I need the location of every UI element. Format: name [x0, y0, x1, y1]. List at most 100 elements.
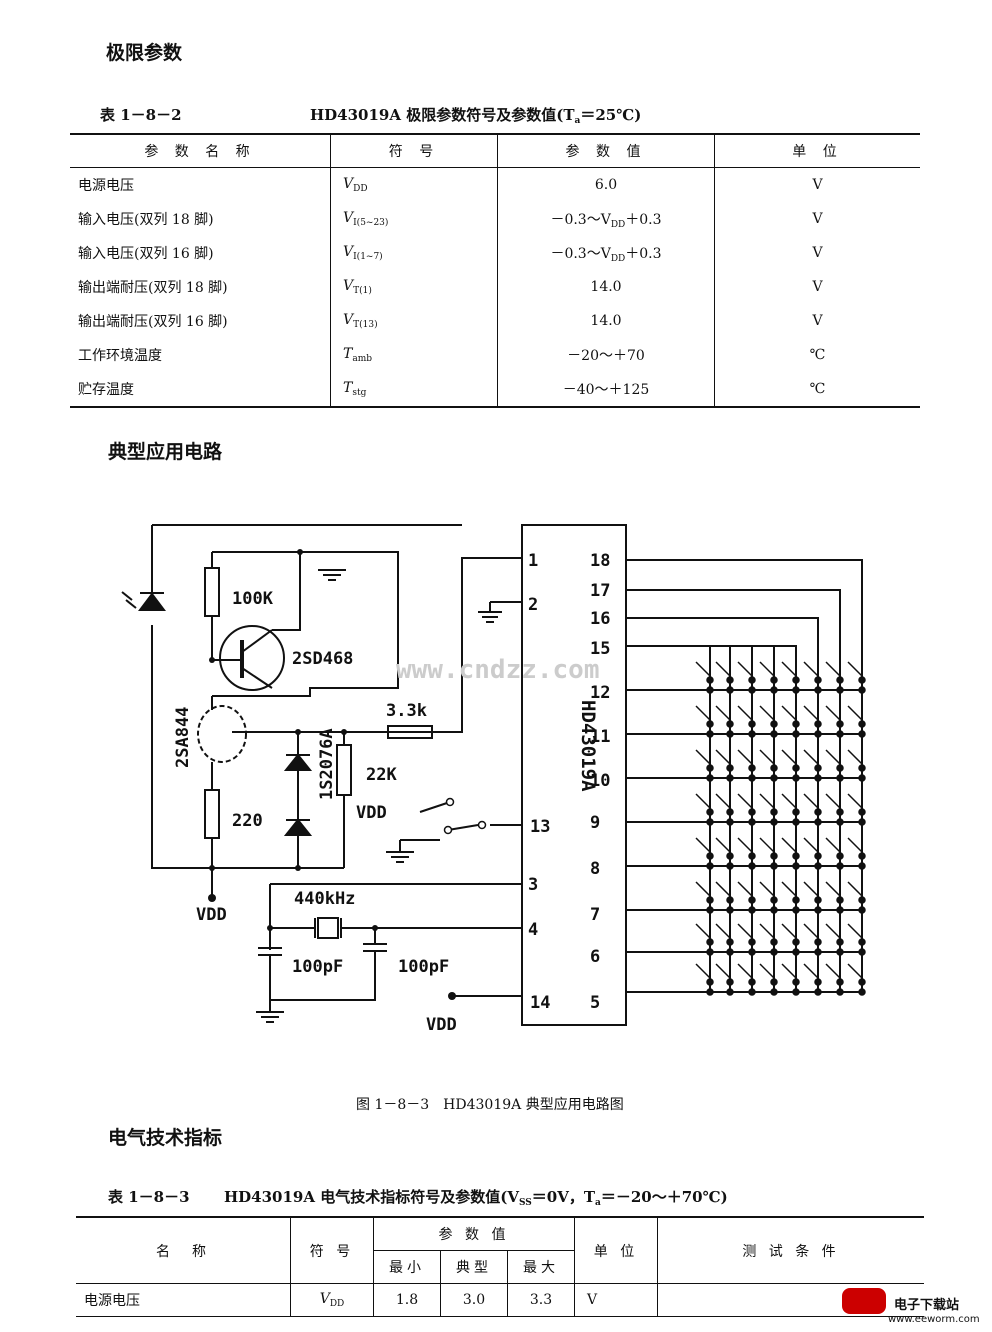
junction-dot	[836, 774, 844, 782]
junction-dot	[836, 808, 844, 816]
junction-dot	[814, 764, 822, 772]
param-symbol: VT(1)	[330, 270, 498, 304]
label-vdd-switch: VDD	[356, 803, 387, 823]
param-value: 14.0	[497, 270, 715, 304]
key-switch	[715, 705, 731, 721]
chip-pin-label: 5	[590, 993, 600, 1013]
table1-title: HD43019A 极限参数符号及参数值(Ta＝25℃)	[310, 106, 642, 126]
key-switch	[825, 705, 841, 721]
key-switch	[737, 837, 753, 853]
junction-dot	[792, 730, 800, 738]
key-switch	[695, 881, 711, 897]
key-switch	[847, 881, 863, 897]
param-symbol: VI(5~23)	[330, 202, 498, 236]
junction-dot	[858, 978, 866, 986]
junction-dot	[814, 948, 822, 956]
junction-dot	[706, 774, 714, 782]
key-switch	[737, 963, 753, 979]
chip-name: HD43019A	[577, 700, 599, 792]
junction-dot	[726, 938, 734, 946]
chip-pin-label: 3	[528, 875, 538, 895]
chip-pin-label: 14	[530, 993, 550, 1013]
junction-dot	[814, 938, 822, 946]
junction-dot	[726, 720, 734, 728]
param-symbol: VI(1~7)	[330, 236, 498, 270]
param-unit: V	[714, 270, 920, 304]
key-switch	[803, 963, 819, 979]
spec-name: 电源电压	[76, 1283, 291, 1317]
chip-body	[521, 524, 627, 1026]
key-switch	[759, 837, 775, 853]
param-value: 6.0	[497, 167, 715, 202]
junction-dot	[792, 676, 800, 684]
param-name: 工作环境温度	[78, 348, 162, 364]
param-unit: V	[714, 167, 920, 202]
label-c1: 100pF	[292, 957, 343, 977]
param-unit: V	[714, 304, 920, 338]
key-switch	[803, 923, 819, 939]
junction-dot	[814, 686, 822, 694]
label-r4: 220	[232, 811, 263, 831]
chip-pin-label: 12	[590, 683, 610, 703]
key-switch	[825, 837, 841, 853]
key-switch	[759, 881, 775, 897]
junction-dot	[726, 818, 734, 826]
junction-dot	[748, 686, 756, 694]
junction-dot	[748, 852, 756, 860]
key-switch	[781, 749, 797, 765]
key-switch	[759, 923, 775, 939]
spec-unit: V	[574, 1283, 658, 1317]
junction-dot	[770, 808, 778, 816]
junction-dot	[770, 764, 778, 772]
junction-dot	[706, 978, 714, 986]
junction-dot	[792, 686, 800, 694]
key-switch	[847, 705, 863, 721]
param-name: 输出端耐压(双列 18 脚)	[78, 280, 228, 296]
junction-dot	[858, 764, 866, 772]
key-switch	[825, 793, 841, 809]
junction-dot	[836, 730, 844, 738]
junction-dot	[792, 896, 800, 904]
chip-pin-label: 15	[590, 639, 610, 659]
junction-dot	[706, 808, 714, 816]
key-switch	[781, 661, 797, 677]
junction-dot	[792, 808, 800, 816]
label-r3: 22K	[366, 765, 397, 785]
param-unit: V	[714, 236, 920, 270]
junction-dot	[836, 852, 844, 860]
junction-dot	[858, 896, 866, 904]
key-switch	[803, 749, 819, 765]
label-q1: 2SD468	[292, 649, 353, 669]
junction-dot	[836, 676, 844, 684]
junction-dot	[748, 988, 756, 996]
junction-dot	[770, 774, 778, 782]
junction-dot	[858, 676, 866, 684]
site-watermark: 电子下载站 www.eeworm.com	[842, 1280, 992, 1330]
chip-pin-label: 11	[590, 727, 610, 747]
chip-pin-label: 7	[590, 905, 600, 925]
key-switch	[825, 963, 841, 979]
junction-dot	[858, 720, 866, 728]
param-value: 14.0	[497, 304, 715, 338]
key-switch	[715, 749, 731, 765]
key-switch	[847, 749, 863, 765]
section-title-electrical: 电气技术指标	[108, 1127, 223, 1149]
key-switch	[825, 881, 841, 897]
junction-dot	[726, 764, 734, 772]
junction-dot	[836, 978, 844, 986]
key-switch	[737, 793, 753, 809]
junction-dot	[770, 852, 778, 860]
param-symbol: VT(13)	[330, 304, 498, 338]
key-switch	[803, 837, 819, 853]
junction-dot	[858, 938, 866, 946]
junction-dot	[748, 764, 756, 772]
junction-dot	[706, 730, 714, 738]
table1-label: 表 1－8－2	[100, 106, 182, 124]
key-switch	[847, 837, 863, 853]
junction-dot	[814, 676, 822, 684]
typical-circuit-diagram: 100K 2SD468 2SA844 3.3k 1S2076A 22K 220 …	[121, 524, 866, 1035]
junction-dot	[858, 852, 866, 860]
junction-dot	[748, 730, 756, 738]
